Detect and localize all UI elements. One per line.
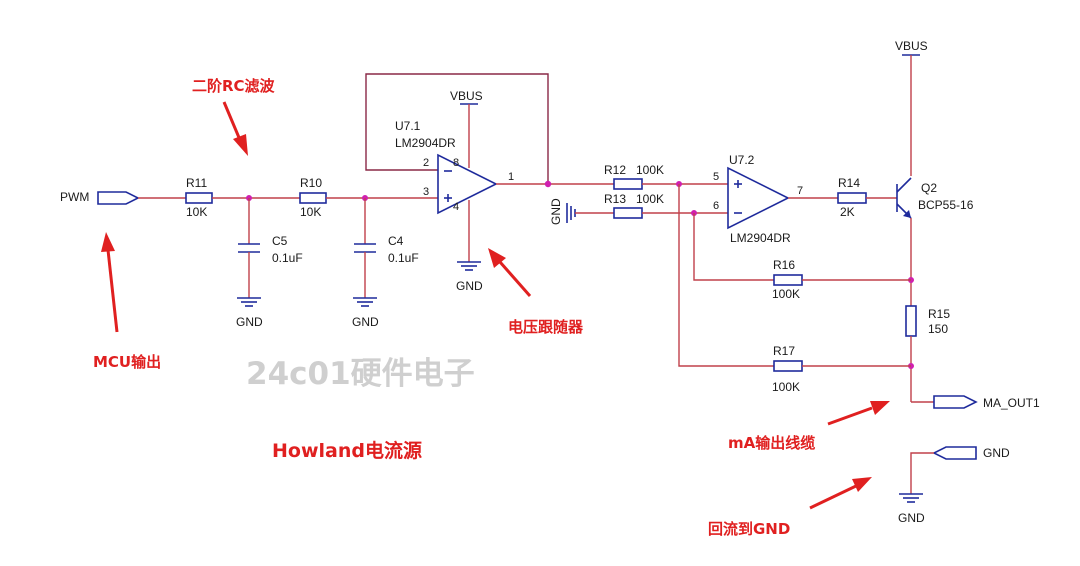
gnd-label-c5: GND [236, 315, 263, 329]
q2-ref: Q2 [921, 181, 937, 195]
ma-out-port [933, 395, 978, 409]
r16-ref: R16 [773, 258, 795, 272]
r14-ref: R14 [838, 176, 860, 190]
u72-ref: U7.2 [729, 153, 755, 167]
q2-vbus-label: VBUS [895, 39, 928, 53]
r13-body [613, 207, 643, 219]
gnd-label-c4: GND [352, 315, 379, 329]
u72-part: LM2904DR [730, 231, 791, 245]
r15-body [905, 305, 917, 337]
gnd-symbol-u71 [457, 261, 481, 271]
r10-value: 10K [300, 205, 321, 219]
annotation-follower: 电压跟随器 [508, 318, 584, 336]
gnd-return-port [932, 446, 977, 460]
wire-u71-feedback [365, 73, 549, 182]
c4-value: 0.1uF [388, 251, 419, 265]
arrow-rc-filter [222, 101, 248, 156]
u72-pin6: 6 [713, 200, 719, 212]
u71-pin8: 8 [453, 157, 459, 169]
gnd-symbol-r13 [566, 203, 576, 223]
r15-ref: R15 [928, 307, 950, 321]
r17-body [773, 360, 803, 372]
annotation-return-gnd: 回流到GND [708, 520, 790, 538]
gnd-symbol-c4 [353, 297, 377, 307]
annotation-rc-filter: 二阶RC滤波 [192, 77, 276, 95]
r15-value: 150 [928, 322, 948, 336]
r13-ref: R13 [604, 192, 626, 206]
r17-ref: R17 [773, 344, 795, 358]
u71-ref: U7.1 [395, 119, 421, 133]
r11-value: 10K [186, 205, 207, 219]
watermark: 24c01硬件电子 [246, 356, 475, 392]
q2-transistor [896, 177, 912, 219]
ma-out-net-label: MA_OUT1 [983, 396, 1040, 410]
gnd-label-u71: GND [456, 279, 483, 293]
arrow-return-gnd [809, 477, 872, 510]
arrow-follower [488, 248, 532, 297]
u71-pin2: 2 [423, 157, 429, 169]
r10-ref: R10 [300, 176, 322, 190]
gnd-label-return: GND [898, 511, 925, 525]
c5-value: 0.1uF [272, 251, 303, 265]
r12-value: 100K [636, 163, 664, 177]
q2-part: BCP55-16 [918, 198, 974, 212]
r16-body [773, 274, 803, 286]
gnd-return-net-label: GND [983, 446, 1010, 460]
junction-u71-out [544, 180, 552, 188]
r16-value: 100K [772, 287, 800, 301]
wire-r17-feedback-left [678, 184, 774, 367]
c5-ref: C5 [272, 234, 288, 248]
annotation-mcu-out: MCU输出 [93, 353, 161, 371]
u72-opamp [727, 166, 790, 230]
u71-vbus-label: VBUS [450, 89, 483, 103]
r13-value: 100K [636, 192, 664, 206]
u71-pin4: 4 [453, 201, 459, 213]
c4-ref: C4 [388, 234, 404, 248]
u72-pin7: 7 [797, 185, 803, 197]
wire-r16-feedback-left [693, 213, 774, 281]
pwm-net-label: PWM [60, 190, 89, 204]
wire-gnd-return [910, 452, 934, 494]
arrow-mcu-out [101, 232, 119, 333]
u71-opamp [437, 153, 498, 215]
r11-body [185, 192, 213, 204]
r10-body [299, 192, 327, 204]
u71-pin1: 1 [508, 171, 514, 183]
u71-pin3: 3 [423, 186, 429, 198]
r17-value: 100K [772, 380, 800, 394]
pwm-port [97, 191, 140, 205]
u72-pin5: 5 [713, 171, 719, 183]
gnd-symbol-c5 [237, 297, 261, 307]
r14-value: 2K [840, 205, 855, 219]
gnd-symbol-return [899, 493, 923, 503]
r14-body [837, 192, 867, 204]
annotation-ma-cable: mA输出线缆 [728, 434, 815, 452]
annotation-howland: Howland电流源 [272, 439, 422, 462]
r12-body [613, 178, 643, 190]
arrow-ma-cable [827, 401, 890, 426]
r12-ref: R12 [604, 163, 626, 177]
r11-ref: R11 [186, 176, 207, 190]
gnd-rotated-label: GND [549, 198, 563, 225]
u71-part: LM2904DR [395, 136, 456, 150]
